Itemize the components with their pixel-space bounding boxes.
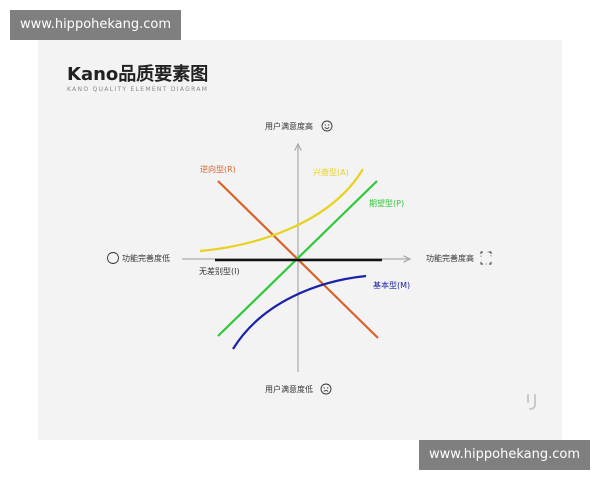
full-frame-icon: [480, 251, 492, 265]
x-axis-left-label: 功能完善度低: [122, 254, 170, 263]
watermark-bottom: www.hippohekang.com: [418, 440, 590, 470]
brand-logo-icon: [515, 392, 549, 426]
y-axis-top-label: 用户满意度高: [265, 122, 313, 131]
diagram-card: [38, 40, 562, 440]
frown-icon: [320, 383, 332, 395]
watermark-top: www.hippohekang.com: [10, 10, 182, 40]
basic-curve: [232, 274, 367, 350]
basic-label: 基本型(M): [373, 281, 411, 290]
performance-label: 期望型(P): [369, 199, 405, 208]
page-title: Kano品质要素图: [67, 64, 209, 85]
smile-icon: [321, 120, 333, 132]
excitement-curve: [199, 168, 364, 253]
empty-circle-icon: [107, 252, 119, 264]
indifferent-label: 无差别型(I): [199, 267, 240, 276]
page-subtitle: KANO QUALITY ELEMENT DIAGRAM: [67, 86, 209, 93]
y-axis-bottom-label: 用户满意度低: [265, 385, 313, 394]
excitement-label: 兴奋型(A): [313, 168, 349, 177]
performance-curve: [217, 180, 378, 337]
reverse-label: 逆向型(R): [200, 165, 236, 174]
x-axis-right-label: 功能完善度高: [426, 254, 474, 263]
